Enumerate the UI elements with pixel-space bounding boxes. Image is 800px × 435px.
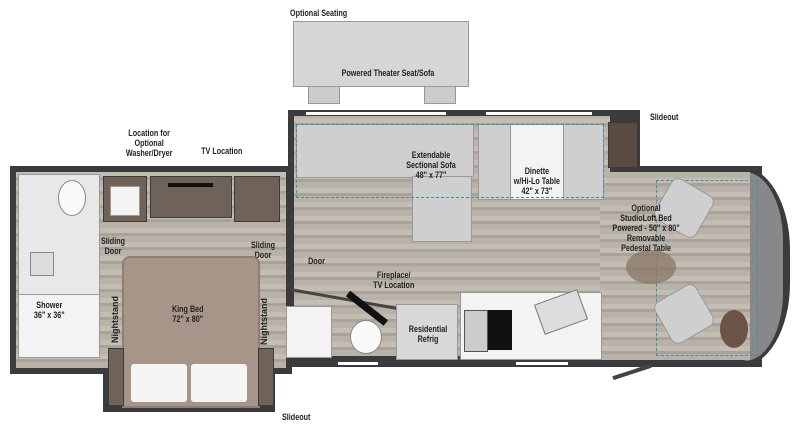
sl-4: Removable (626, 233, 666, 243)
rf-1: Residential (408, 324, 448, 334)
wd-line2: Optional (134, 138, 164, 148)
sdl-1: Sliding (101, 236, 125, 246)
dinette-table (510, 124, 564, 200)
sofa-l1: Extendable (411, 150, 451, 160)
sectional-sofa-extension (412, 176, 472, 242)
tv-location-label: TV Location (201, 146, 243, 156)
din-l2: w/Hi-Lo Table (513, 176, 561, 186)
residential-refrig (396, 304, 458, 360)
slideout-cabinet (608, 122, 638, 168)
washer-dryer (110, 186, 140, 216)
sl-2: StudioLoft Bed (620, 213, 672, 223)
nightstand-right-label: Nightstand (259, 298, 269, 345)
bed-size: 72" x 80" (172, 314, 204, 324)
tv (168, 183, 213, 187)
fp-2: TV Location (373, 280, 415, 290)
sl-3: Powered - 50" x 80" (612, 223, 680, 233)
wardrobe (234, 176, 280, 222)
optional-seating-label: Optional Seating (290, 8, 348, 18)
wd-line3: Washer/Dryer (125, 148, 173, 158)
half-bath-toilet (350, 320, 382, 354)
sdl-2: Door (104, 246, 122, 256)
pillow-left (131, 364, 187, 402)
door-label: Door (308, 256, 325, 266)
sl-5: Pedestal Table (621, 243, 671, 253)
fp-1: Fireplace/ (376, 270, 411, 280)
bath-sink (30, 252, 54, 276)
induction-cooktop (488, 310, 512, 350)
nightstand-left (108, 348, 124, 406)
sdr-2: Door (254, 250, 272, 260)
sectional-sofa (296, 124, 474, 178)
footrest-left (308, 86, 340, 104)
bed-name: King Bed (171, 304, 204, 314)
slideout-top-label: Slideout (650, 112, 679, 122)
shower-size: 36" x 36" (33, 310, 65, 320)
theater-seat-label: Powered Theater Seat/Sofa (341, 68, 435, 78)
fireplace-label: Fireplace/TV Location (373, 270, 414, 290)
sl-1: Optional (631, 203, 661, 213)
rf-2: Refrig (417, 334, 439, 344)
sdr-1: Sliding (251, 240, 275, 250)
pedestal-table (626, 250, 676, 284)
nightstand-right (258, 348, 274, 406)
pillow-right (191, 364, 247, 402)
steering-wheel (720, 310, 748, 348)
slideout-outline (296, 124, 604, 198)
din-l3: 42" x 73" (521, 186, 553, 196)
cooktop (464, 310, 488, 352)
sofa-l3: 48" x 77" (415, 170, 447, 180)
wd-line1: Location for (128, 128, 170, 138)
din-l1: Dinette (524, 166, 550, 176)
nightstand-left-label: Nightstand (110, 296, 120, 343)
window (338, 362, 378, 365)
dash (745, 172, 783, 361)
window (516, 362, 568, 365)
window (486, 112, 592, 115)
shower-name: Shower (36, 300, 63, 310)
toilet (58, 180, 86, 216)
half-bath-sink (286, 306, 332, 358)
theater-seat-sofa (293, 21, 469, 87)
footrest-right (424, 86, 456, 104)
sofa-l2: Sectional Sofa (406, 160, 456, 170)
shower (18, 294, 100, 358)
slideout-bottom-label: Slideout (282, 412, 311, 422)
window (306, 112, 446, 115)
